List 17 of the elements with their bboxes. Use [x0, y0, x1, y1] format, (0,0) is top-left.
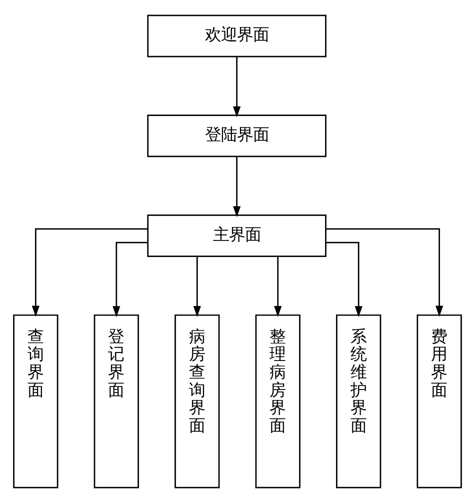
node-box: 查询界面 — [13, 314, 58, 488]
arrow — [193, 256, 201, 317]
arrow — [232, 156, 241, 218]
node-box: 登记界面 — [94, 314, 139, 488]
arrow — [112, 242, 148, 318]
arrow — [326, 242, 362, 318]
node-box: 费用界面 — [416, 314, 462, 488]
arrow — [32, 228, 148, 317]
arrow — [326, 228, 444, 317]
node-box: 整理病房界面 — [255, 314, 300, 488]
arrow — [232, 56, 241, 118]
node-box: 主界面 — [147, 214, 326, 257]
node-box: 病房查询界面 — [174, 314, 220, 488]
node-box: 欢迎界面 — [147, 14, 326, 58]
node-box: 系统维护界面 — [336, 314, 382, 488]
node-box: 登陆界面 — [147, 114, 326, 158]
arrow — [274, 256, 282, 317]
